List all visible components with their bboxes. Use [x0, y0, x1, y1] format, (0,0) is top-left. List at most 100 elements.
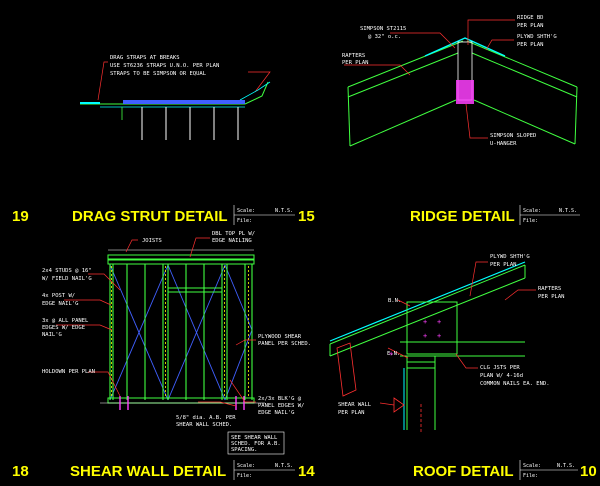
shear-wall-file-label: File:	[237, 473, 252, 479]
ridge-label-hanger-1: SIMPSON SLOPED	[490, 133, 536, 139]
roof-fascia	[336, 342, 357, 397]
shear-label-sched-3: SPACING.	[231, 447, 258, 453]
roof-title: ROOF DETAIL	[413, 463, 514, 480]
shear-label-holdown: HOLDOWN PER PLAN	[42, 369, 95, 375]
roof-label-clg-2: PLAN W/ 4-16d	[480, 373, 523, 379]
svg-text:+: +	[389, 350, 393, 358]
svg-text:+: +	[437, 318, 441, 326]
shear-label-studs-2: W/ FIELD NAIL'G	[42, 276, 92, 282]
shear-label-blkg-2: PANEL EDGES W/	[258, 403, 304, 409]
shear-wall-scale-label: Scale:	[237, 463, 255, 469]
ridge-rafter	[473, 99, 576, 145]
roof-label-bn: B.N.	[388, 298, 401, 304]
ridge-hanger	[456, 80, 474, 104]
ridge-label-rafters-2: PER PLAN	[342, 60, 369, 66]
shear-wall-edge-nailing	[111, 266, 249, 398]
ridge-sheathing	[424, 37, 506, 57]
drag-strut-leader	[97, 61, 108, 101]
drag-strut-scale-label: Scale:	[237, 208, 255, 214]
shear-label-blkg-1: 2x/3x BLK'G @	[258, 396, 302, 402]
roof-label-rafters-1: RAFTERS	[538, 286, 561, 292]
ridge-label-plywd-2: PER PLAN	[517, 42, 544, 48]
ridge-file-label: File:	[523, 218, 538, 224]
ridge-detail: SIMPSON ST2115 @ 32" o.c. RIDGE BD PER P…	[342, 15, 578, 147]
roof-scale-value: N.T.S.	[557, 463, 575, 469]
roof-detail: + + + + + PLYWD SHTH'G PER PLAN RAFTERS PE…	[329, 254, 565, 432]
shear-label-post-1: 4x POST W/	[42, 293, 75, 299]
shear-label-panel-1: 3x @ ALL PANEL	[42, 318, 89, 324]
drag-strut-detail: DRAG STRAPS AT BREAKS USE ST6236 STRAPS …	[80, 55, 271, 140]
roof-rafter	[329, 277, 526, 357]
roof-rafter	[329, 264, 526, 345]
ridge-rafter	[471, 52, 578, 98]
ridge-label-simpson-2: @ 32" o.c.	[368, 34, 401, 40]
drag-strut-roof-line	[239, 81, 271, 101]
shear-wall-leaders	[56, 237, 256, 407]
ridge-label-rafters-1: RAFTERS	[342, 53, 365, 59]
roof-top-plate	[406, 361, 436, 369]
ridge-scale-value: N.T.S.	[559, 208, 577, 214]
drag-strut-note-line3: STRAPS TO BE SIMPSON OR EQUAL	[110, 71, 207, 77]
roof-label-shear-2: PER PLAN	[338, 410, 365, 416]
roof-top-plate	[406, 355, 436, 363]
roof-label-en: E.N.	[387, 351, 400, 357]
drag-strut-note-line1: DRAG STRAPS AT BREAKS	[110, 55, 180, 61]
shear-wall-scale-value: N.T.S.	[275, 463, 293, 469]
svg-text:+: +	[437, 332, 441, 340]
ridge-label-ridge-1: RIDGE BD	[517, 15, 544, 21]
drag-strut-strap	[123, 100, 245, 104]
shear-wall-detail: JOISTS DBL TOP PL W/ EDGE NAILING 2x4 ST…	[42, 231, 311, 455]
ridge-label-ridge-2: PER PLAN	[517, 23, 544, 29]
shear-label-panel-3: NAIL'G	[42, 332, 62, 338]
roof-file-label: File:	[523, 473, 538, 479]
roof-label-plywd-1: PLYWD SHTH'G	[490, 254, 530, 260]
drag-strut-roof-line	[244, 81, 269, 105]
ridge-label-simpson-1: SIMPSON ST2115	[360, 26, 406, 32]
svg-text:+: +	[423, 318, 427, 326]
roof-titleblock: ROOF DETAIL Scale: N.T.S. File: 10	[413, 460, 597, 480]
shear-label-dbl-top-2: EDGE NAILING	[212, 238, 252, 244]
ridge-title: RIDGE DETAIL	[410, 208, 515, 225]
roof-label-clg-1: CLG JSTS PER	[480, 365, 520, 371]
ridge-rafter	[347, 86, 351, 147]
ridge-rafter	[466, 40, 578, 88]
drag-strut-number: 19	[12, 208, 29, 225]
ridge-leader	[467, 19, 515, 45]
ridge-rafter	[349, 99, 457, 147]
roof-sheet-ref: 10	[580, 463, 597, 480]
shear-wall-studs	[109, 264, 253, 400]
shear-label-panel-2: EDGES W/ EDGE	[42, 325, 85, 331]
ridge-rafter	[347, 52, 459, 98]
drag-strut-strap	[80, 102, 100, 104]
shear-schedule-box	[227, 431, 285, 455]
shear-wall-top-plate	[107, 254, 255, 260]
svg-text:+: +	[423, 332, 427, 340]
drag-strut-scale-value: N.T.S.	[275, 208, 293, 214]
shear-label-joists: JOISTS	[142, 238, 162, 244]
shear-wall-top-plate	[107, 259, 255, 265]
shear-wall-titleblock: 18 SHEAR WALL DETAIL Scale: N.T.S. File:…	[12, 460, 315, 480]
shear-label-plywood-2: PANEL PER SCHED.	[258, 341, 311, 347]
shear-label-studs-1: 2x4 STUDS @ 16"	[42, 268, 92, 274]
ridge-rafter	[347, 40, 464, 88]
ridge-leader	[344, 64, 411, 76]
roof-nails: + + + + +	[389, 318, 441, 358]
roof-label-clg-3: COMMON NAILS EA. END.	[480, 381, 550, 387]
roof-scale-label: Scale:	[523, 463, 541, 469]
shear-label-plywood-1: PLYWOOD SHEAR	[258, 334, 302, 340]
roof-label-plywd-2: PER PLAN	[490, 262, 517, 268]
ridge-rafter	[574, 86, 578, 145]
ridge-label-hanger-2: U-HANGER	[490, 141, 517, 147]
drag-strut-leader	[248, 71, 271, 93]
drag-strut-note-line2: USE ST6236 STRAPS U.N.O. PER PLAN	[110, 63, 219, 69]
roof-blocking	[406, 301, 458, 355]
shear-label-sched-2: SCHED. FOR A.B.	[231, 441, 281, 447]
shear-wall-sill	[107, 397, 255, 404]
shear-label-dbl-top-1: DBL TOP PL W/	[212, 231, 255, 237]
ridge-titleblock: RIDGE DETAIL Scale: N.T.S. File:	[410, 205, 580, 225]
shear-wall-title: SHEAR WALL DETAIL	[70, 463, 226, 480]
shear-wall-hatch	[109, 264, 253, 401]
roof-label-rafters-2: PER PLAN	[538, 294, 565, 300]
ridge-label-plywd-1: PLYWD SHTH'G	[517, 34, 557, 40]
